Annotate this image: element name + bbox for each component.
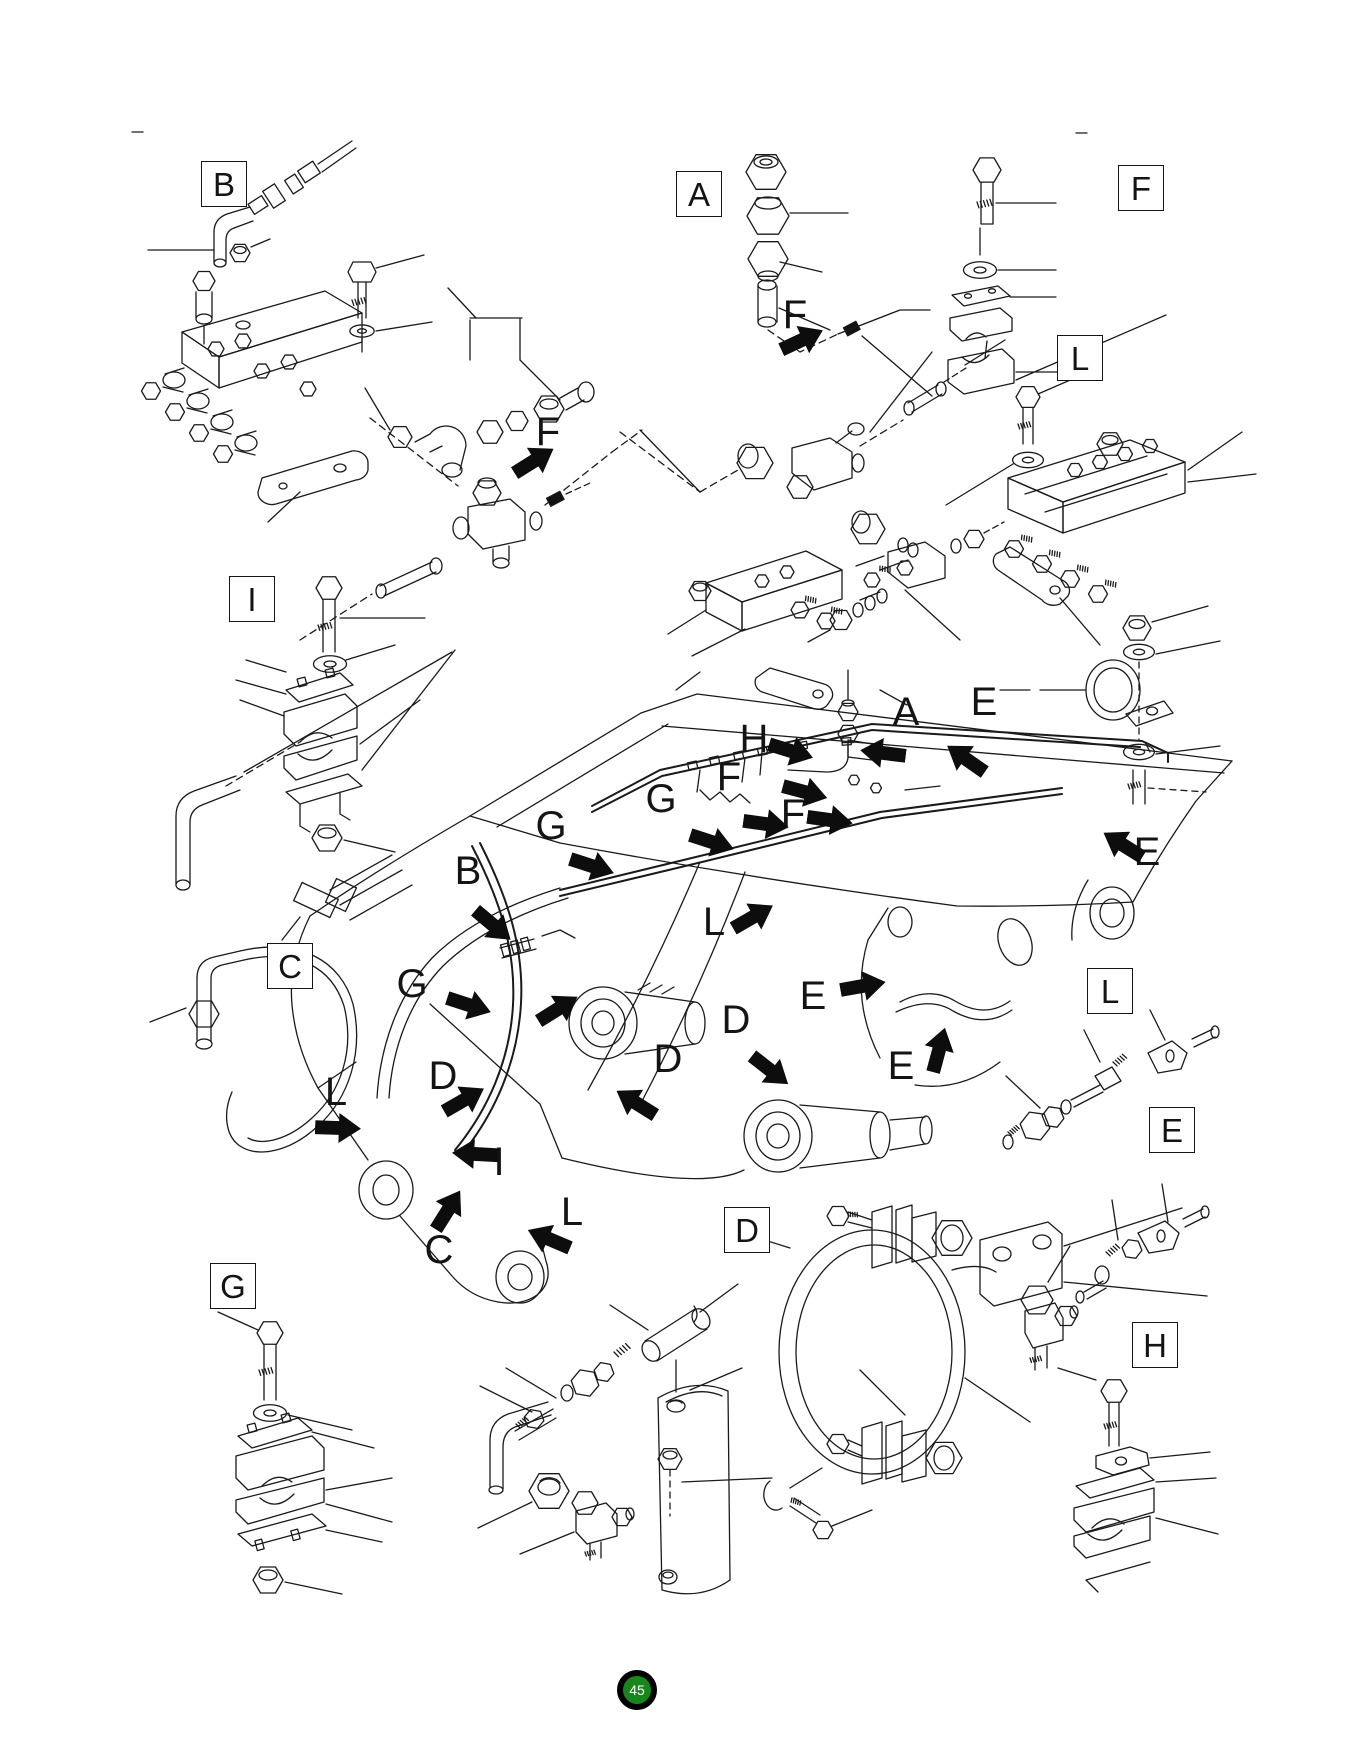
leader-lines [448, 288, 1030, 705]
inline-label-d: D [721, 998, 751, 1042]
p-clamp-stack-right [1040, 606, 1220, 804]
hose-group-c [150, 879, 568, 1152]
boom-body [291, 694, 1232, 1303]
inline-label-l: L [702, 900, 726, 944]
callout-box-e: E [1149, 1107, 1195, 1153]
callout-box-f: F [1118, 165, 1164, 211]
page-number-badge: 45 [617, 1670, 657, 1710]
inline-label-h: H [739, 717, 769, 761]
arrow-glyph [314, 1112, 361, 1144]
margin-ticks [132, 132, 1087, 133]
arrow-glyph [741, 806, 791, 842]
callout-box-l: L [1087, 968, 1133, 1014]
inline-label-g: G [535, 804, 567, 848]
callout-box-l: L [1057, 335, 1103, 381]
callout-box-a: A [676, 171, 722, 217]
callout-box-i: I [229, 576, 275, 622]
long-pipe-left [176, 652, 452, 890]
callout-box-b: B [201, 161, 247, 207]
rod-assembly-el [1003, 1010, 1219, 1149]
inline-label-e: E [970, 680, 998, 724]
callout-box-h: H [1132, 1322, 1178, 1368]
inline-label-f: F [535, 410, 561, 454]
inline-label-d: D [653, 1037, 683, 1081]
inline-label-b: B [454, 849, 482, 893]
inline-label-e: E [799, 974, 827, 1018]
callout-arrow [805, 802, 855, 838]
callout-arrow [314, 1112, 361, 1144]
bottom-center-fittings [478, 1284, 738, 1560]
callout-arrow [451, 1138, 499, 1170]
tee-fittings-center [620, 368, 1004, 642]
inline-label-a: A [892, 690, 920, 734]
page-number: 45 [629, 1682, 645, 1698]
inline-label-e: E [887, 1044, 915, 1088]
clamp-stack-g [218, 1312, 392, 1594]
fitting-stack-a [744, 153, 932, 396]
rod-assembly-h [1019, 1184, 1218, 1592]
clamp-stack-i [236, 575, 455, 852]
arrow-glyph [451, 1138, 499, 1170]
callout-box-g: G [210, 1263, 256, 1309]
inline-label-i: I [493, 1140, 505, 1184]
inline-label-l: L [560, 1190, 584, 1234]
pipe-clamp-ring-d [758, 1205, 1207, 1484]
boom-piping [455, 724, 1168, 1154]
arrow-glyph [858, 735, 907, 770]
inline-label-f: F [716, 755, 742, 799]
callout-box-d: D [724, 1207, 770, 1253]
tee-fitting-center-left [300, 478, 590, 640]
shield-plate-d [657, 1360, 872, 1594]
manifold-a-center [668, 551, 914, 709]
manifold-right [946, 368, 1256, 645]
callout-box-c: C [267, 943, 313, 989]
arrow-glyph [805, 802, 855, 838]
inline-label-d: D [428, 1054, 458, 1098]
inline-label-c: C [424, 1228, 454, 1272]
callout-arrow [858, 735, 907, 770]
inline-label-g: G [645, 777, 677, 821]
inline-label-g: G [396, 962, 428, 1006]
callout-arrow [741, 806, 791, 842]
manifold-top-left [140, 141, 643, 522]
inline-label-l: L [324, 1070, 348, 1114]
